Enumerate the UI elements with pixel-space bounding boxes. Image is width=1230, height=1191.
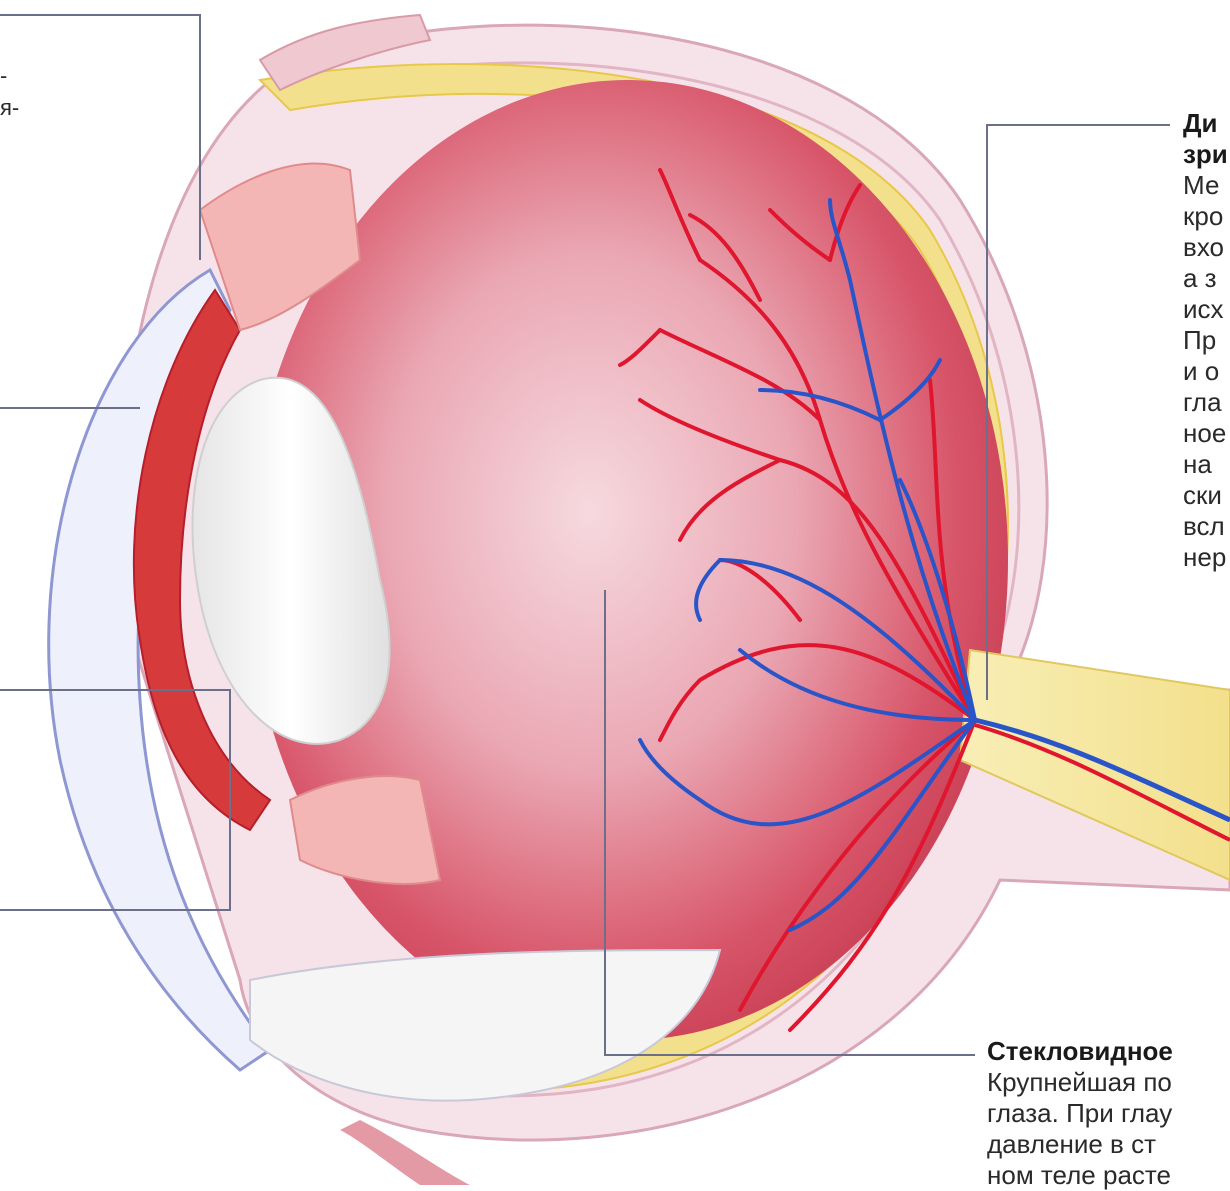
label-optic-disc-body: ное bbox=[1183, 418, 1230, 449]
label-optic-disc-body: Ме bbox=[1183, 170, 1230, 201]
label-top-left-line: я- bbox=[0, 92, 20, 124]
label-optic-disc-body: кро bbox=[1183, 201, 1230, 232]
label-optic-disc-body: а з bbox=[1183, 263, 1230, 294]
label-optic-disc: Ди зри Ме кро вхо а з исх Пр и о гла ное… bbox=[1183, 108, 1230, 573]
label-top-left-line: - bbox=[0, 60, 20, 92]
label-vitreous-title: Стекловидное bbox=[987, 1036, 1230, 1067]
label-vitreous-body-line: давление в ст bbox=[987, 1129, 1230, 1160]
leader-line-topleft bbox=[0, 15, 200, 260]
label-vitreous-body-line: ном теле расте bbox=[987, 1160, 1230, 1191]
label-optic-disc-title: Ди bbox=[1183, 108, 1230, 139]
label-vitreous-body-line: Крупнейшая по bbox=[987, 1067, 1230, 1098]
label-optic-disc-body: и о bbox=[1183, 356, 1230, 387]
label-optic-disc-body: нер bbox=[1183, 542, 1230, 573]
label-top-left: - я- bbox=[0, 60, 20, 124]
label-optic-disc-body: на bbox=[1183, 449, 1230, 480]
label-optic-disc-body: ски bbox=[1183, 480, 1230, 511]
label-optic-disc-body: Пр bbox=[1183, 325, 1230, 356]
label-optic-disc-title: зри bbox=[1183, 139, 1230, 170]
label-vitreous-body: Стекловидное Крупнейшая по глаза. При гл… bbox=[987, 1036, 1230, 1191]
label-optic-disc-body: всл bbox=[1183, 511, 1230, 542]
label-optic-disc-body: исх bbox=[1183, 294, 1230, 325]
label-vitreous-body-line: глаза. При глау bbox=[987, 1098, 1230, 1129]
label-optic-disc-body: гла bbox=[1183, 387, 1230, 418]
label-optic-disc-body: вхо bbox=[1183, 232, 1230, 263]
